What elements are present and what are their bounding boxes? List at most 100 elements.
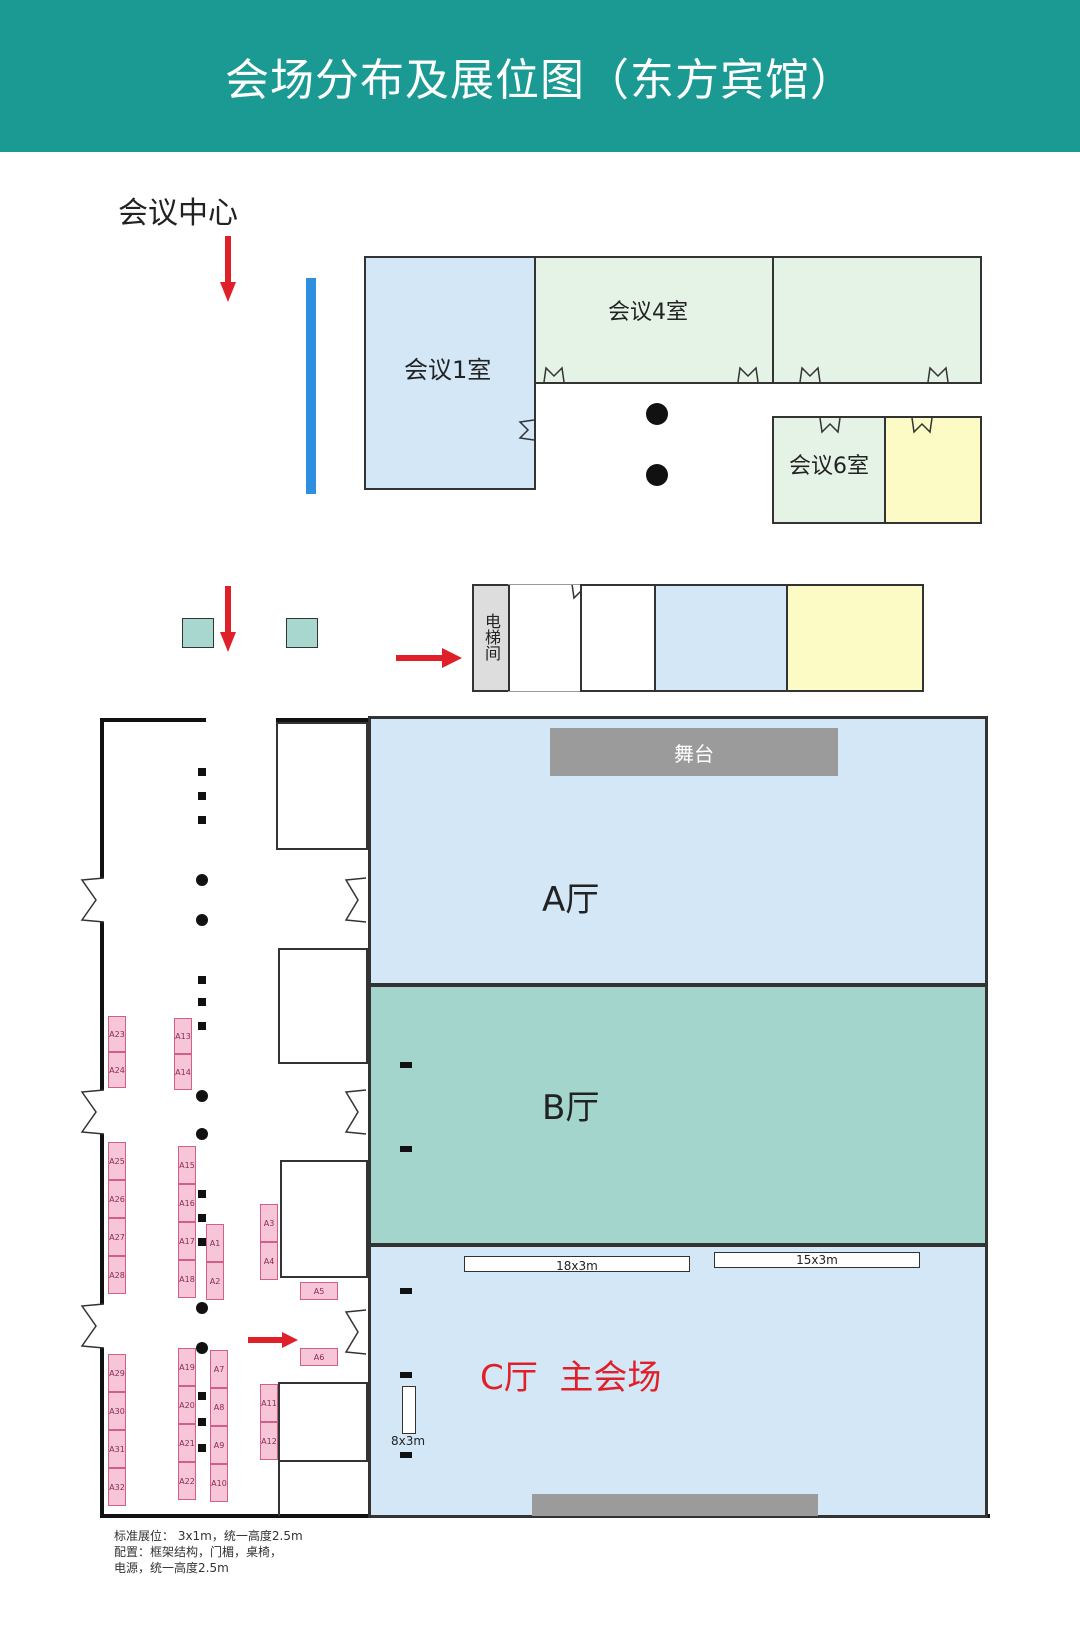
booth[interactable]: A1 (206, 1224, 224, 1262)
room-5[interactable] (772, 256, 982, 384)
door-icon (819, 417, 841, 434)
booth[interactable]: A7 (210, 1350, 228, 1388)
red-arrow-icon (220, 236, 236, 302)
hall-c[interactable] (368, 1244, 988, 1518)
booth[interactable]: A11 (260, 1384, 278, 1422)
booth[interactable]: A30 (108, 1392, 126, 1430)
door-icon (344, 1309, 367, 1355)
room-6-label: 会议6室 (789, 454, 869, 479)
booth[interactable]: A8 (210, 1388, 228, 1426)
marker (198, 1190, 206, 1198)
door-icon (518, 419, 535, 441)
room-middle-yellow[interactable] (786, 584, 924, 692)
elevator-label: 电梯间 (482, 613, 501, 661)
screen-18x3: 18x3m (464, 1256, 690, 1273)
hall-c-label: C厅 主会场 (480, 1358, 662, 1398)
booth[interactable]: A14 (174, 1054, 192, 1090)
booth[interactable]: A12 (260, 1422, 278, 1460)
room-middle-white[interactable] (580, 584, 656, 692)
booth[interactable]: A4 (260, 1242, 278, 1280)
room-1-label: 会议1室 (404, 356, 492, 384)
booth[interactable]: A2 (206, 1262, 224, 1300)
pillar-dot (196, 1302, 208, 1314)
hall-b[interactable] (368, 984, 988, 1246)
booth[interactable]: A27 (108, 1218, 126, 1256)
booth[interactable]: A31 (108, 1430, 126, 1468)
booth[interactable]: A16 (178, 1184, 196, 1222)
room-7[interactable] (884, 416, 982, 524)
door-icon (344, 877, 367, 923)
notes-line-2: 配置：框架结构，门楣，桌椅， (114, 1545, 283, 1559)
marker (198, 976, 206, 984)
door-icon (80, 1089, 105, 1135)
side-room[interactable] (280, 1160, 368, 1278)
title-banner (0, 0, 1080, 152)
room-middle-blue[interactable] (654, 584, 788, 692)
booth[interactable]: A15 (178, 1146, 196, 1184)
wall (276, 718, 368, 722)
door-icon (80, 1303, 105, 1349)
pillar-marker (400, 1288, 412, 1294)
booth[interactable]: A6 (300, 1348, 338, 1366)
pillar-block (182, 618, 214, 648)
marker (198, 1418, 206, 1426)
notes-line-1: 标准展位： 3x1m，统一高度2.5m (114, 1529, 303, 1543)
pillar (646, 464, 668, 486)
notes-line-3: 电源，统一高度2.5m (114, 1561, 229, 1575)
page-title: 会场分布及展位图（东方宾馆） (225, 55, 855, 106)
bottom-stage (532, 1494, 818, 1516)
booth[interactable]: A23 (108, 1016, 126, 1052)
booth[interactable]: A3 (260, 1204, 278, 1242)
door-icon (80, 877, 105, 923)
door-icon (927, 366, 949, 383)
marker (198, 1214, 206, 1222)
pillar-marker (400, 1452, 412, 1458)
booth[interactable]: A19 (178, 1348, 196, 1386)
marker (198, 816, 206, 824)
pillar-marker (400, 1372, 412, 1378)
marker (198, 1444, 206, 1452)
booth[interactable]: A13 (174, 1018, 192, 1054)
partition (278, 1382, 280, 1516)
marker (198, 1238, 206, 1246)
door-icon-layer-lower (80, 877, 367, 1355)
room-6[interactable] (772, 416, 886, 524)
booth[interactable]: A20 (178, 1386, 196, 1424)
booth[interactable]: A26 (108, 1180, 126, 1218)
booth[interactable]: A21 (178, 1424, 196, 1462)
red-arrow-icon (220, 586, 236, 652)
corridor (508, 584, 582, 692)
booth[interactable]: A24 (108, 1052, 126, 1088)
door-icon (799, 366, 821, 383)
booth[interactable]: A9 (210, 1426, 228, 1464)
booth[interactable]: A28 (108, 1256, 126, 1294)
hall-a-label: A厅 (542, 880, 600, 920)
room-4[interactable] (534, 256, 774, 384)
booth[interactable]: A22 (178, 1462, 196, 1500)
booth[interactable]: A29 (108, 1354, 126, 1392)
marker (198, 1392, 206, 1400)
pillar-dot (196, 1128, 208, 1140)
pillar-marker (400, 1062, 412, 1068)
pillar (646, 403, 668, 425)
booth[interactable]: A10 (210, 1464, 228, 1502)
booth[interactable]: A17 (178, 1222, 196, 1260)
side-room[interactable] (278, 1382, 368, 1462)
screen-8x3-label: 8x3m (391, 1434, 426, 1448)
booth[interactable]: A25 (108, 1142, 126, 1180)
hall-b-label: B厅 (542, 1088, 600, 1128)
red-arrow-icon (396, 648, 462, 668)
marker (198, 998, 206, 1006)
booth[interactable]: A32 (108, 1468, 126, 1506)
marker (198, 792, 206, 800)
screen-8x3 (402, 1386, 416, 1434)
door-icon (737, 366, 759, 383)
side-room[interactable] (278, 948, 368, 1064)
conference-center-label: 会议中心 (118, 196, 238, 231)
side-room[interactable] (276, 722, 368, 850)
door-icon (911, 417, 933, 434)
room-4-label: 会议4室 (608, 300, 688, 325)
elevator-room[interactable] (472, 584, 510, 692)
booth[interactable]: A5 (300, 1282, 338, 1300)
booth[interactable]: A18 (178, 1260, 196, 1298)
